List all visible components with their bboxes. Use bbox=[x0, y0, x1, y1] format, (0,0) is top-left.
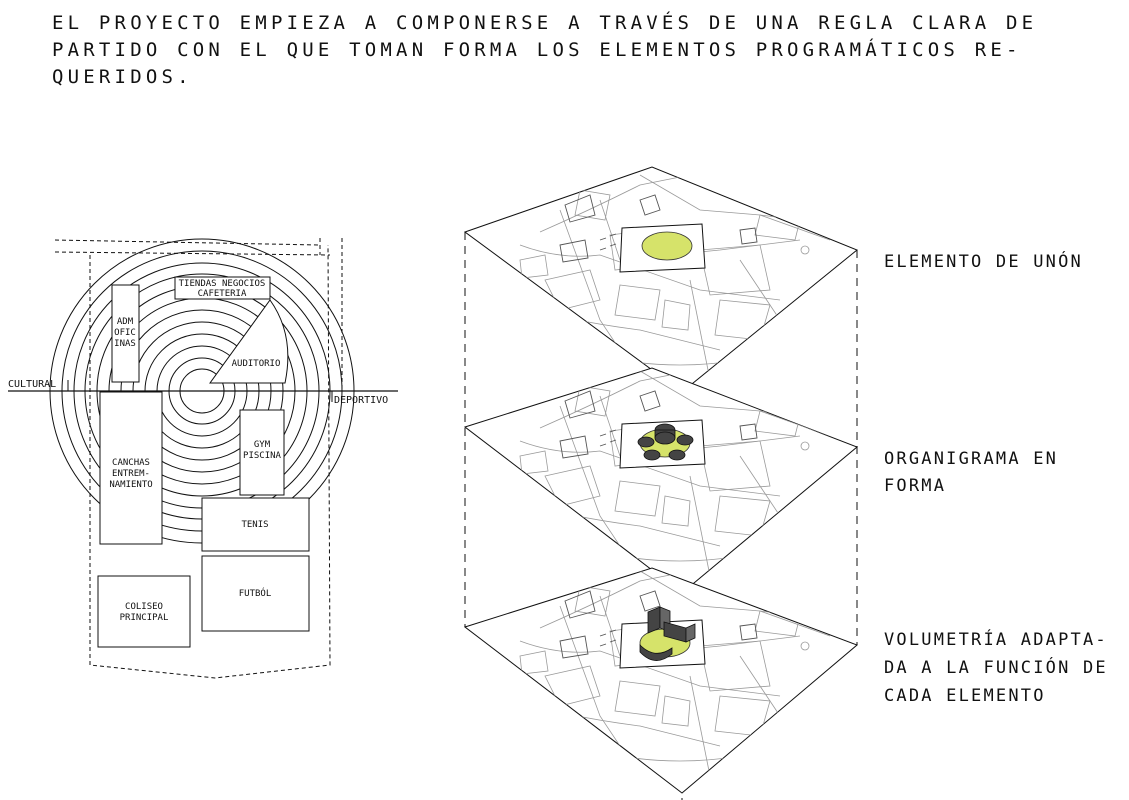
label-gym-1: GYM bbox=[254, 440, 271, 450]
label-canchas-2: ENTREM- bbox=[112, 469, 150, 479]
layer-plane-3 bbox=[463, 567, 858, 794]
block-adm bbox=[111, 284, 140, 383]
layer-2-label-line-2: FORMA bbox=[884, 476, 946, 496]
label-gym-2: PISCINA bbox=[243, 451, 282, 461]
site-boundary bbox=[89, 244, 331, 679]
label-canchas-1: CANCHAS bbox=[112, 458, 150, 468]
site-right-line bbox=[319, 238, 343, 390]
label-auditorio: AUDITORIO bbox=[232, 359, 281, 369]
axis-label-cultural: CULTURAL bbox=[8, 379, 56, 390]
label-futbol: FUTBÓL bbox=[239, 587, 272, 599]
layer-plane-2 bbox=[463, 367, 858, 594]
zoning-diagram bbox=[8, 238, 398, 679]
layer-plane-1 bbox=[463, 166, 858, 393]
intro-text: EL PROYECTO EMPIEZA A COMPONERSE A TRAVÉ… bbox=[52, 10, 1052, 91]
program-cylinders bbox=[637, 423, 694, 461]
label-tiendas-1: TIENDAS NEGOCIOS bbox=[179, 279, 266, 289]
label-coliseo-1: COLISEO bbox=[125, 602, 163, 612]
block-tiendas bbox=[174, 276, 271, 300]
site-top-line-2 bbox=[54, 251, 331, 256]
layer-3-label-line-2: DA A LA FUNCIÓN DE bbox=[884, 656, 1108, 678]
layer-2-label-line-1: ORGANIGRAMA EN bbox=[884, 449, 1058, 469]
block-tenis bbox=[201, 497, 310, 552]
intro-line-2: PARTIDO CON EL QUE TOMAN FORMA LOS ELEME… bbox=[52, 39, 1022, 61]
block-canchas bbox=[99, 391, 163, 545]
label-adm-2: OFIC bbox=[114, 328, 136, 338]
label-tenis: TENIS bbox=[241, 520, 268, 530]
intro-line-3: QUERIDOS. bbox=[52, 66, 193, 88]
union-element bbox=[641, 231, 693, 261]
label-tiendas-2: CAFETERIA bbox=[198, 289, 247, 299]
block-gym bbox=[239, 409, 285, 496]
block-futbol bbox=[201, 555, 310, 632]
intro-line-1: EL PROYECTO EMPIEZA A COMPONERSE A TRAVÉ… bbox=[52, 12, 1038, 34]
label-adm-1: ADM bbox=[117, 317, 134, 327]
label-adm-3: INAS bbox=[114, 339, 136, 349]
program-volumes bbox=[639, 606, 696, 661]
block-coliseo bbox=[97, 575, 191, 648]
layer-3-label-line-3: CADA ELEMENTO bbox=[884, 686, 1046, 706]
label-canchas-3: NAMIENTO bbox=[109, 480, 152, 490]
block-auditorio bbox=[209, 299, 289, 384]
axis-label-deportivo: DEPORTIVO bbox=[334, 395, 388, 406]
label-coliseo-2: PRINCIPAL bbox=[120, 613, 169, 623]
layer-1-label: ELEMENTO DE UNÓN bbox=[884, 250, 1083, 272]
layer-3-label-line-1: VOLUMETRÍA ADAPTA- bbox=[884, 628, 1108, 650]
site-top-line-1 bbox=[54, 239, 321, 246]
